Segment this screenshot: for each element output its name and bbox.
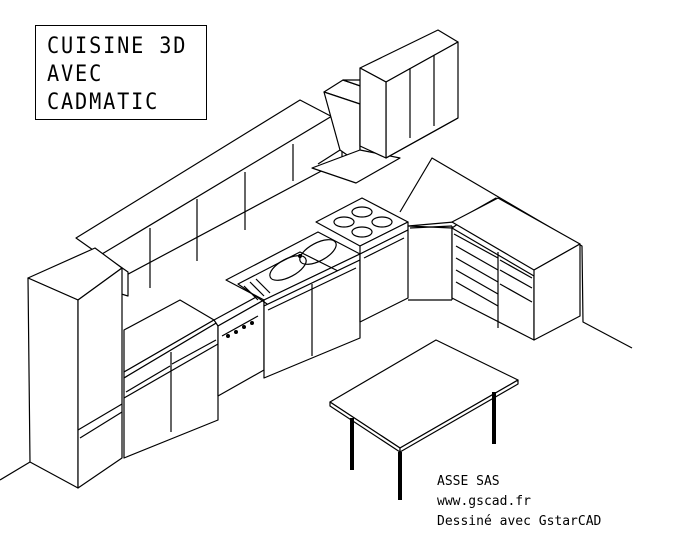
title-line-3: CADMATIC: [47, 90, 160, 115]
title-line-2: AVEC: [47, 62, 104, 87]
title-box: CUISINE 3D AVEC CADMATIC: [35, 25, 207, 120]
base-cabinets-center: [264, 260, 360, 378]
refrigerator: [28, 248, 122, 488]
title-line-1: CUISINE 3D: [47, 34, 188, 59]
base-cabinets-left: [124, 300, 218, 458]
wall-cabinets-right: [360, 30, 458, 158]
credit-drawn-with: Dessiné avec GstarCAD: [437, 514, 602, 529]
base-cabinet-cooktop: [360, 230, 408, 322]
credit-company: ASSE SAS: [437, 474, 500, 489]
credit-website: www.gscad.fr: [437, 494, 531, 509]
dishwasher: [214, 177, 264, 396]
countertop-sink-area: [226, 232, 360, 306]
floor-outline: [0, 158, 632, 480]
dining-table: [330, 340, 518, 500]
base-cabinets-right: [452, 198, 580, 340]
